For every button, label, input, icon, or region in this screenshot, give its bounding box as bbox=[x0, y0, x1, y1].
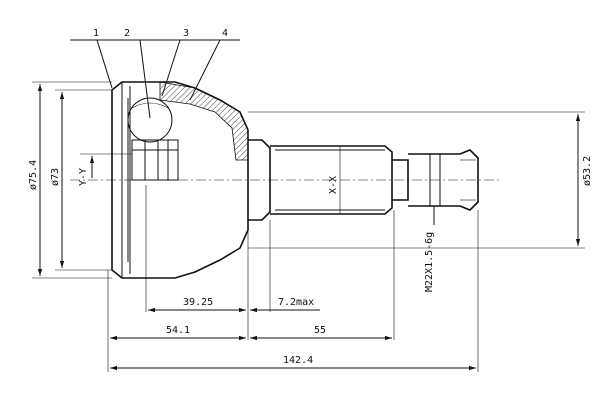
shaft bbox=[270, 145, 479, 215]
dim-axis-y: Y-Y bbox=[78, 168, 89, 186]
callout-leaders bbox=[70, 39, 240, 119]
callout-2: 2 bbox=[124, 28, 130, 39]
dim-outer-diameter: ø75.4 bbox=[28, 160, 39, 190]
dim-7-2max: 7.2max bbox=[278, 297, 314, 308]
neck bbox=[248, 139, 271, 221]
left-dimensions bbox=[32, 81, 132, 279]
right-dimension bbox=[248, 111, 585, 249]
callout-4: 4 bbox=[222, 28, 228, 39]
dim-axis-x: X-X bbox=[328, 176, 339, 194]
callout-1: 1 bbox=[93, 28, 99, 39]
bottom-dimensions bbox=[107, 185, 479, 372]
dim-142-4: 142.4 bbox=[283, 355, 313, 366]
dim-55: 55 bbox=[314, 325, 326, 336]
dim-shaft-diameter: ø53.2 bbox=[582, 156, 593, 186]
dim-54-1: 54.1 bbox=[166, 325, 190, 336]
dim-inner-diameter: ø73 bbox=[50, 168, 61, 186]
inner-race bbox=[131, 139, 179, 181]
ball bbox=[127, 97, 173, 143]
dim-39-25: 39.25 bbox=[183, 297, 213, 308]
dim-thread: M22X1.5-6g bbox=[424, 232, 435, 292]
housing-hatch bbox=[159, 81, 249, 161]
callout-3: 3 bbox=[183, 28, 189, 39]
